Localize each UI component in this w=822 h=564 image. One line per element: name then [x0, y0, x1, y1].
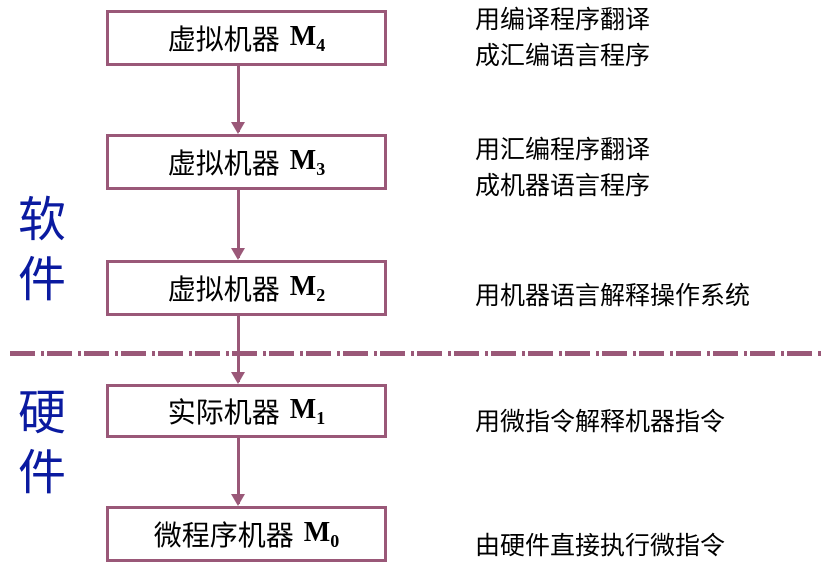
machine-level: M1 — [290, 394, 325, 429]
machine-level: M4 — [290, 21, 325, 56]
description-m0: 由硬件直接执行微指令 — [475, 531, 726, 560]
machine-box-m0: 微程序机器 M0 — [106, 506, 387, 562]
m: M — [303, 516, 331, 548]
arrow-down — [231, 438, 245, 506]
hardware-char-1: 硬 — [18, 385, 67, 441]
description-m1: 用微指令解释机器指令 — [475, 407, 726, 436]
subscript: 3 — [316, 158, 326, 179]
m: M — [289, 270, 317, 302]
hardware-char-2: 件 — [18, 445, 67, 501]
arrow-down — [231, 190, 245, 260]
description-m3: 用汇编程序翻译成机器语言程序 — [475, 132, 650, 204]
hardware-label: 硬件 — [18, 383, 74, 503]
machine-label: 虚拟机器 — [167, 23, 280, 56]
machine-box-m4: 虚拟机器 M4 — [106, 10, 387, 66]
m: M — [289, 144, 317, 176]
machine-label: 虚拟机器 — [167, 273, 280, 306]
machine-label: 微程序机器 — [153, 519, 294, 552]
subscript: 0 — [330, 530, 340, 551]
machine-box-m3: 虚拟机器 M3 — [106, 134, 387, 190]
m: M — [289, 20, 317, 52]
subscript: 2 — [316, 284, 326, 305]
description-m4: 用编译程序翻译成汇编语言程序 — [475, 2, 650, 74]
software-char-2: 件 — [18, 252, 67, 308]
m: M — [289, 393, 317, 425]
description-line: 用编译程序翻译 — [475, 5, 651, 34]
arrow-down — [231, 316, 245, 384]
description-line: 成汇编语言程序 — [475, 41, 651, 70]
arrow-down — [231, 66, 245, 134]
subscript: 4 — [316, 34, 326, 55]
machine-label: 实际机器 — [167, 396, 280, 429]
machine-level: M2 — [290, 271, 325, 306]
software-hardware-divider — [10, 351, 822, 356]
software-char-1: 软 — [18, 192, 67, 248]
machine-level: M3 — [290, 145, 325, 180]
machine-box-m1: 实际机器 M1 — [106, 384, 387, 438]
machine-label: 虚拟机器 — [167, 147, 280, 180]
machine-level: M0 — [304, 517, 339, 552]
machine-box-m2: 虚拟机器 M2 — [106, 260, 387, 316]
description-m2: 用机器语言解释操作系统 — [475, 281, 751, 310]
subscript: 1 — [316, 407, 326, 428]
software-label: 软件 — [18, 190, 74, 310]
description-line: 用汇编程序翻译 — [475, 135, 651, 164]
description-line: 成机器语言程序 — [475, 171, 651, 200]
